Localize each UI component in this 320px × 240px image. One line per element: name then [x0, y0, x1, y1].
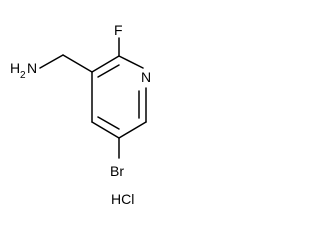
- bond-c3-c2: [91, 55, 120, 73]
- amine-hydrogen-label: H: [10, 60, 20, 76]
- bond-group: [39, 37, 147, 159]
- bond-c6-c5: [118, 121, 147, 139]
- atom-labels: H 2 N F N Br HCl: [10, 22, 151, 207]
- bond-c2-n1: [118, 55, 144, 69]
- ring-nitrogen-label: N: [141, 69, 151, 85]
- bond-c3-c2-double: [97, 64, 120, 78]
- bromine-label: Br: [110, 163, 124, 179]
- bond-n-ch2: [39, 54, 64, 69]
- amine-subscript-label: 2: [20, 70, 26, 81]
- amine-nitrogen-label: N: [27, 60, 37, 76]
- bond-c5-c4-double: [97, 116, 120, 130]
- fluorine-label: F: [114, 22, 123, 38]
- chemical-structure-diagram: H 2 N F N Br HCl: [10, 22, 151, 207]
- bond-c5-c4: [91, 121, 120, 139]
- salt-label: HCl: [111, 191, 134, 207]
- bond-ch2-c3: [62, 54, 93, 73]
